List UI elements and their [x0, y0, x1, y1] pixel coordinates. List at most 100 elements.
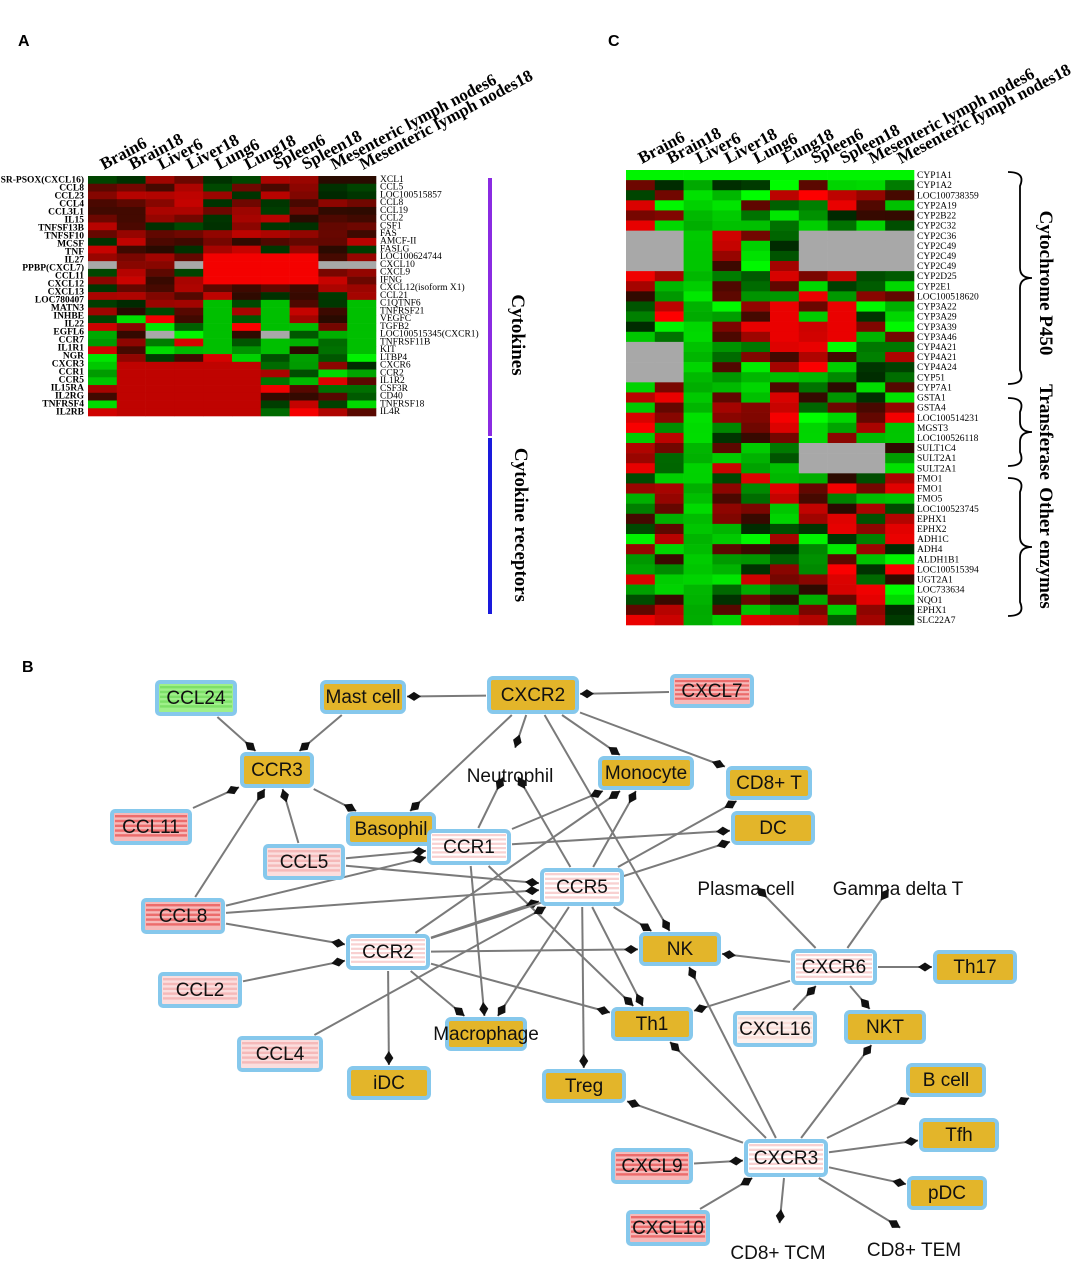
heatmap-c-row-label: CYP2B22 — [917, 212, 956, 222]
node-ccr2[interactable]: CCR2 — [346, 934, 430, 970]
node-macro[interactable]: Macrophage — [433, 1017, 539, 1051]
heatmap-a-cell — [88, 245, 118, 254]
node-th17[interactable]: Th17 — [933, 950, 1017, 984]
heatmap-a-cell — [203, 268, 233, 277]
heatmap-c-cell — [626, 200, 656, 211]
node-box — [347, 1066, 431, 1100]
node-ccl11[interactable]: CCL11 — [110, 809, 192, 845]
heatmap-a-cell — [145, 377, 175, 386]
node-ccl8[interactable]: CCL8 — [141, 898, 225, 934]
node-cxcr3[interactable]: CXCR3 — [744, 1139, 828, 1177]
node-cd8tcm[interactable]: CD8+ TCM — [730, 1243, 825, 1264]
node-nk[interactable]: NK — [639, 932, 721, 966]
node-cd8t[interactable]: CD8+ T — [726, 766, 812, 800]
heatmap-a-cell — [88, 237, 118, 246]
heatmap-c-cell — [626, 574, 656, 585]
node-ccl5[interactable]: CCL5 — [263, 844, 345, 880]
heatmap-a-cell — [174, 284, 204, 293]
node-label: CXCR2 — [501, 685, 565, 706]
node-neut[interactable]: Neutrophil — [467, 766, 554, 787]
node-label: CCL11 — [122, 817, 180, 838]
node-ccl24[interactable]: CCL24 — [155, 680, 237, 716]
heatmap-a-cell — [145, 369, 175, 378]
node-cxcl10[interactable]: CXCL10 — [626, 1210, 710, 1246]
node-box — [906, 1063, 986, 1097]
heatmap-c-cell — [654, 534, 684, 545]
heatmap-c-cell — [798, 311, 828, 322]
node-dc[interactable]: DC — [731, 811, 815, 845]
heatmap-c-cell — [741, 362, 771, 373]
edge-arrowhead — [412, 854, 426, 864]
edge-cxcr3-bcell — [826, 1097, 910, 1139]
heatmap-a-cell — [347, 307, 377, 316]
node-ccr3[interactable]: CCR3 — [240, 752, 314, 788]
node-cxcl9[interactable]: CXCL9 — [611, 1148, 693, 1184]
node-mast[interactable]: Mast cell — [320, 680, 406, 714]
heatmap-a-cell — [232, 214, 262, 223]
heatmap-c-cell — [654, 341, 684, 353]
heatmap-c-cell — [712, 301, 742, 312]
node-gdt[interactable]: Gamma delta T — [833, 879, 964, 900]
node-baso[interactable]: Basophil — [346, 812, 436, 846]
node-ccr5[interactable]: CCR5 — [540, 868, 624, 906]
node-stripe — [163, 997, 237, 1000]
node-mono[interactable]: Monocyte — [598, 756, 694, 790]
heatmap-a-cell — [347, 400, 377, 409]
heatmap-c-cell — [770, 523, 800, 535]
heatmap-c-cell — [712, 281, 742, 292]
heatmap-c-cell — [712, 594, 742, 606]
node-nkt[interactable]: NKT — [844, 1010, 926, 1044]
node-idc[interactable]: iDC — [347, 1066, 431, 1100]
node-ccl2[interactable]: CCL2 — [158, 972, 242, 1008]
node-pdc[interactable]: pDC — [907, 1176, 987, 1210]
edge-arrowhead — [407, 691, 421, 701]
heatmap-c-cell — [856, 554, 886, 565]
heatmap-c-cell — [741, 190, 771, 201]
heatmap-c-cell — [798, 483, 828, 494]
heatmap-c-cell — [683, 544, 713, 555]
node-ccl4[interactable]: CCL4 — [237, 1036, 323, 1072]
heatmap-a-cell — [232, 400, 262, 409]
heatmap-c-cell — [856, 443, 886, 454]
heatmap-c-row-label: LOC100514231 — [917, 414, 979, 424]
heatmap-a-cell — [318, 299, 348, 308]
heatmap-a-cell — [318, 315, 348, 324]
heatmap-c-cell — [885, 493, 915, 504]
heatmap-a-row-label: IFNG — [380, 275, 402, 285]
heatmap-c-cell — [770, 382, 800, 393]
node-cd8tem[interactable]: CD8+ TEM — [867, 1240, 961, 1261]
node-cxcl7[interactable]: CXCL7 — [670, 674, 754, 708]
heatmap-a-cell — [289, 284, 319, 293]
heatmap-c-cell — [827, 503, 857, 515]
node-label: CXCL10 — [632, 1218, 704, 1239]
node-stripe — [675, 680, 749, 683]
node-cxcl16[interactable]: CXCL16 — [733, 1011, 817, 1047]
heatmap-a-cell — [347, 392, 377, 401]
node-plasma[interactable]: Plasma cell — [697, 879, 794, 900]
node-stripe — [160, 690, 232, 694]
heatmap-a-cell — [116, 408, 146, 417]
heatmap-a-cell — [203, 176, 233, 185]
heatmap-c-cell — [827, 250, 857, 262]
heatmap-c-cell — [712, 210, 742, 221]
heatmap-c-cell — [856, 261, 886, 272]
heatmap-a-cell — [88, 176, 118, 185]
edge-ccr2-th1 — [430, 962, 611, 1014]
node-cxcr6[interactable]: CXCR6 — [791, 949, 877, 985]
heatmap-a: Brain6Brain18Liver6Liver18Lung6Lung18Spl… — [1, 66, 536, 614]
node-ccr1[interactable]: CCR1 — [427, 829, 511, 865]
heatmap-a-row-label: INHBE — [53, 311, 84, 321]
node-th1[interactable]: Th1 — [611, 1007, 693, 1041]
heatmap-c-cell — [770, 432, 800, 444]
node-cxcr2[interactable]: CXCR2 — [487, 676, 579, 714]
heatmap-a-cell — [289, 408, 319, 417]
heatmap-c-cell — [885, 614, 915, 626]
edge-arrowhead — [688, 967, 697, 980]
node-bcell[interactable]: B cell — [906, 1063, 986, 1097]
heatmap-c-cell — [683, 250, 713, 262]
heatmap-c-cell — [856, 230, 886, 242]
node-tfh[interactable]: Tfh — [919, 1118, 999, 1152]
node-treg[interactable]: Treg — [542, 1069, 626, 1103]
node-stripe — [163, 987, 237, 990]
heatmap-a-cell — [116, 191, 146, 200]
